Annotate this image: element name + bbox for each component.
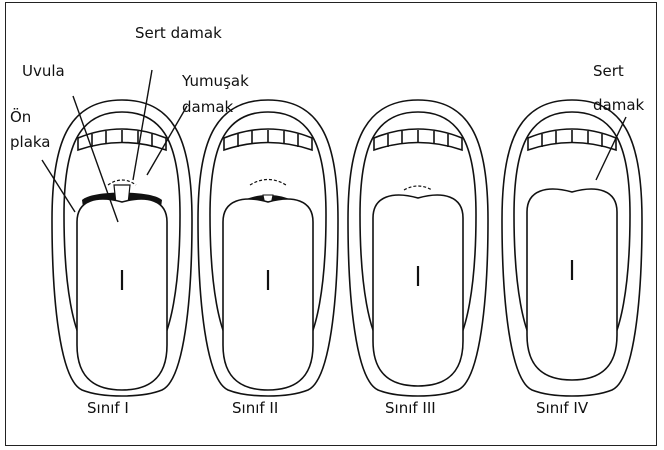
label-on-1: Ön	[10, 108, 31, 126]
leader-on-plaka	[42, 160, 75, 212]
label-yumusak-1: Yumuşak	[182, 72, 249, 90]
class-label-1: Sınıf I	[87, 399, 129, 417]
leader-sert-damak	[133, 70, 152, 180]
label-yumusak-2: damak	[182, 98, 233, 116]
label-sert-damak: Sert damak	[135, 24, 222, 42]
label-on-2: plaka	[10, 133, 51, 151]
mouth-class-4	[502, 100, 642, 396]
mouth-class-3	[348, 100, 488, 396]
mouth-class-2	[198, 100, 338, 396]
label-sert-right-1: Sert	[593, 62, 624, 80]
class-label-4: Sınıf IV	[536, 399, 588, 417]
label-uvula: Uvula	[22, 62, 65, 80]
mouth-class-1	[52, 100, 192, 396]
label-sert-right-2: damak	[593, 96, 644, 114]
class-label-2: Sınıf II	[232, 399, 278, 417]
class-label-3: Sınıf III	[385, 399, 436, 417]
